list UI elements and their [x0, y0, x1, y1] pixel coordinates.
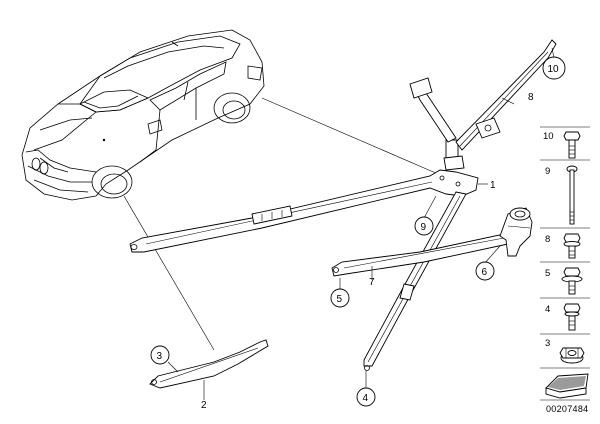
bolt-flanged-icon — [563, 233, 581, 259]
sidebar-item-5-label: 5 — [545, 268, 550, 279]
callout-10-label: 10 — [548, 64, 560, 75]
callout-5-label: 5 — [337, 294, 343, 305]
callout-8-label: 8 — [528, 92, 534, 103]
callout-4-label: 4 — [363, 393, 369, 404]
callout-7[interactable]: 7 — [369, 277, 375, 288]
callout-1-label: 1 — [490, 180, 496, 191]
sidebar-item-8[interactable]: 8 — [545, 233, 581, 259]
callout-2[interactable]: 2 — [201, 400, 207, 411]
bolt-washer-icon — [561, 267, 583, 295]
sidebar-item-5[interactable]: 5 — [545, 267, 583, 295]
shim-plate-icon — [545, 373, 589, 399]
bolt-hex-head-long-icon — [563, 131, 581, 159]
callout-1[interactable]: 1 — [490, 180, 496, 191]
sidebar-item-3[interactable]: 3 — [545, 338, 585, 364]
sidebar-item-9[interactable]: 9 — [545, 165, 578, 225]
sidebar-item-shim[interactable] — [545, 373, 589, 399]
upper-bracket[interactable] — [409, 39, 557, 171]
car-illustration — [21, 29, 265, 201]
strut-main[interactable] — [129, 169, 479, 253]
sidebar-item-3-label: 3 — [545, 338, 550, 349]
document-id: 00207484 — [546, 404, 588, 414]
callout-10[interactable]: 10 — [542, 56, 566, 80]
bolt-long-icon — [566, 165, 578, 225]
sidebar-item-8-label: 8 — [545, 234, 550, 245]
sidebar-item-9-label: 9 — [545, 166, 550, 177]
callout-6[interactable]: 6 — [475, 261, 495, 281]
callout-8[interactable]: 8 — [528, 92, 534, 103]
leader-lines — [123, 97, 439, 351]
callout-9-label: 9 — [421, 222, 427, 233]
callout-4[interactable]: 4 — [356, 387, 376, 407]
hardware-sidebar — [540, 126, 590, 401]
callout-6-label: 6 — [482, 267, 488, 278]
callout-7-label: 7 — [369, 277, 375, 288]
sidebar-item-10[interactable]: 10 — [543, 131, 581, 159]
bolt-short-icon — [563, 303, 581, 331]
callout-5[interactable]: 5 — [330, 288, 350, 308]
callout-leaders — [167, 47, 555, 400]
sidebar-item-4-label: 4 — [545, 304, 550, 315]
callout-9[interactable]: 9 — [414, 216, 434, 236]
callout-2-label: 2 — [201, 400, 207, 411]
sidebar-item-10-label: 10 — [543, 131, 554, 142]
callout-3-label: 3 — [157, 351, 163, 362]
callout-3[interactable]: 3 — [150, 345, 170, 365]
shield-plate[interactable] — [149, 339, 269, 389]
sidebar-item-4[interactable]: 4 — [545, 303, 581, 331]
rubber-mount[interactable] — [499, 207, 533, 257]
nut-icon — [559, 347, 585, 364]
strut-diagonal[interactable] — [363, 191, 467, 371]
